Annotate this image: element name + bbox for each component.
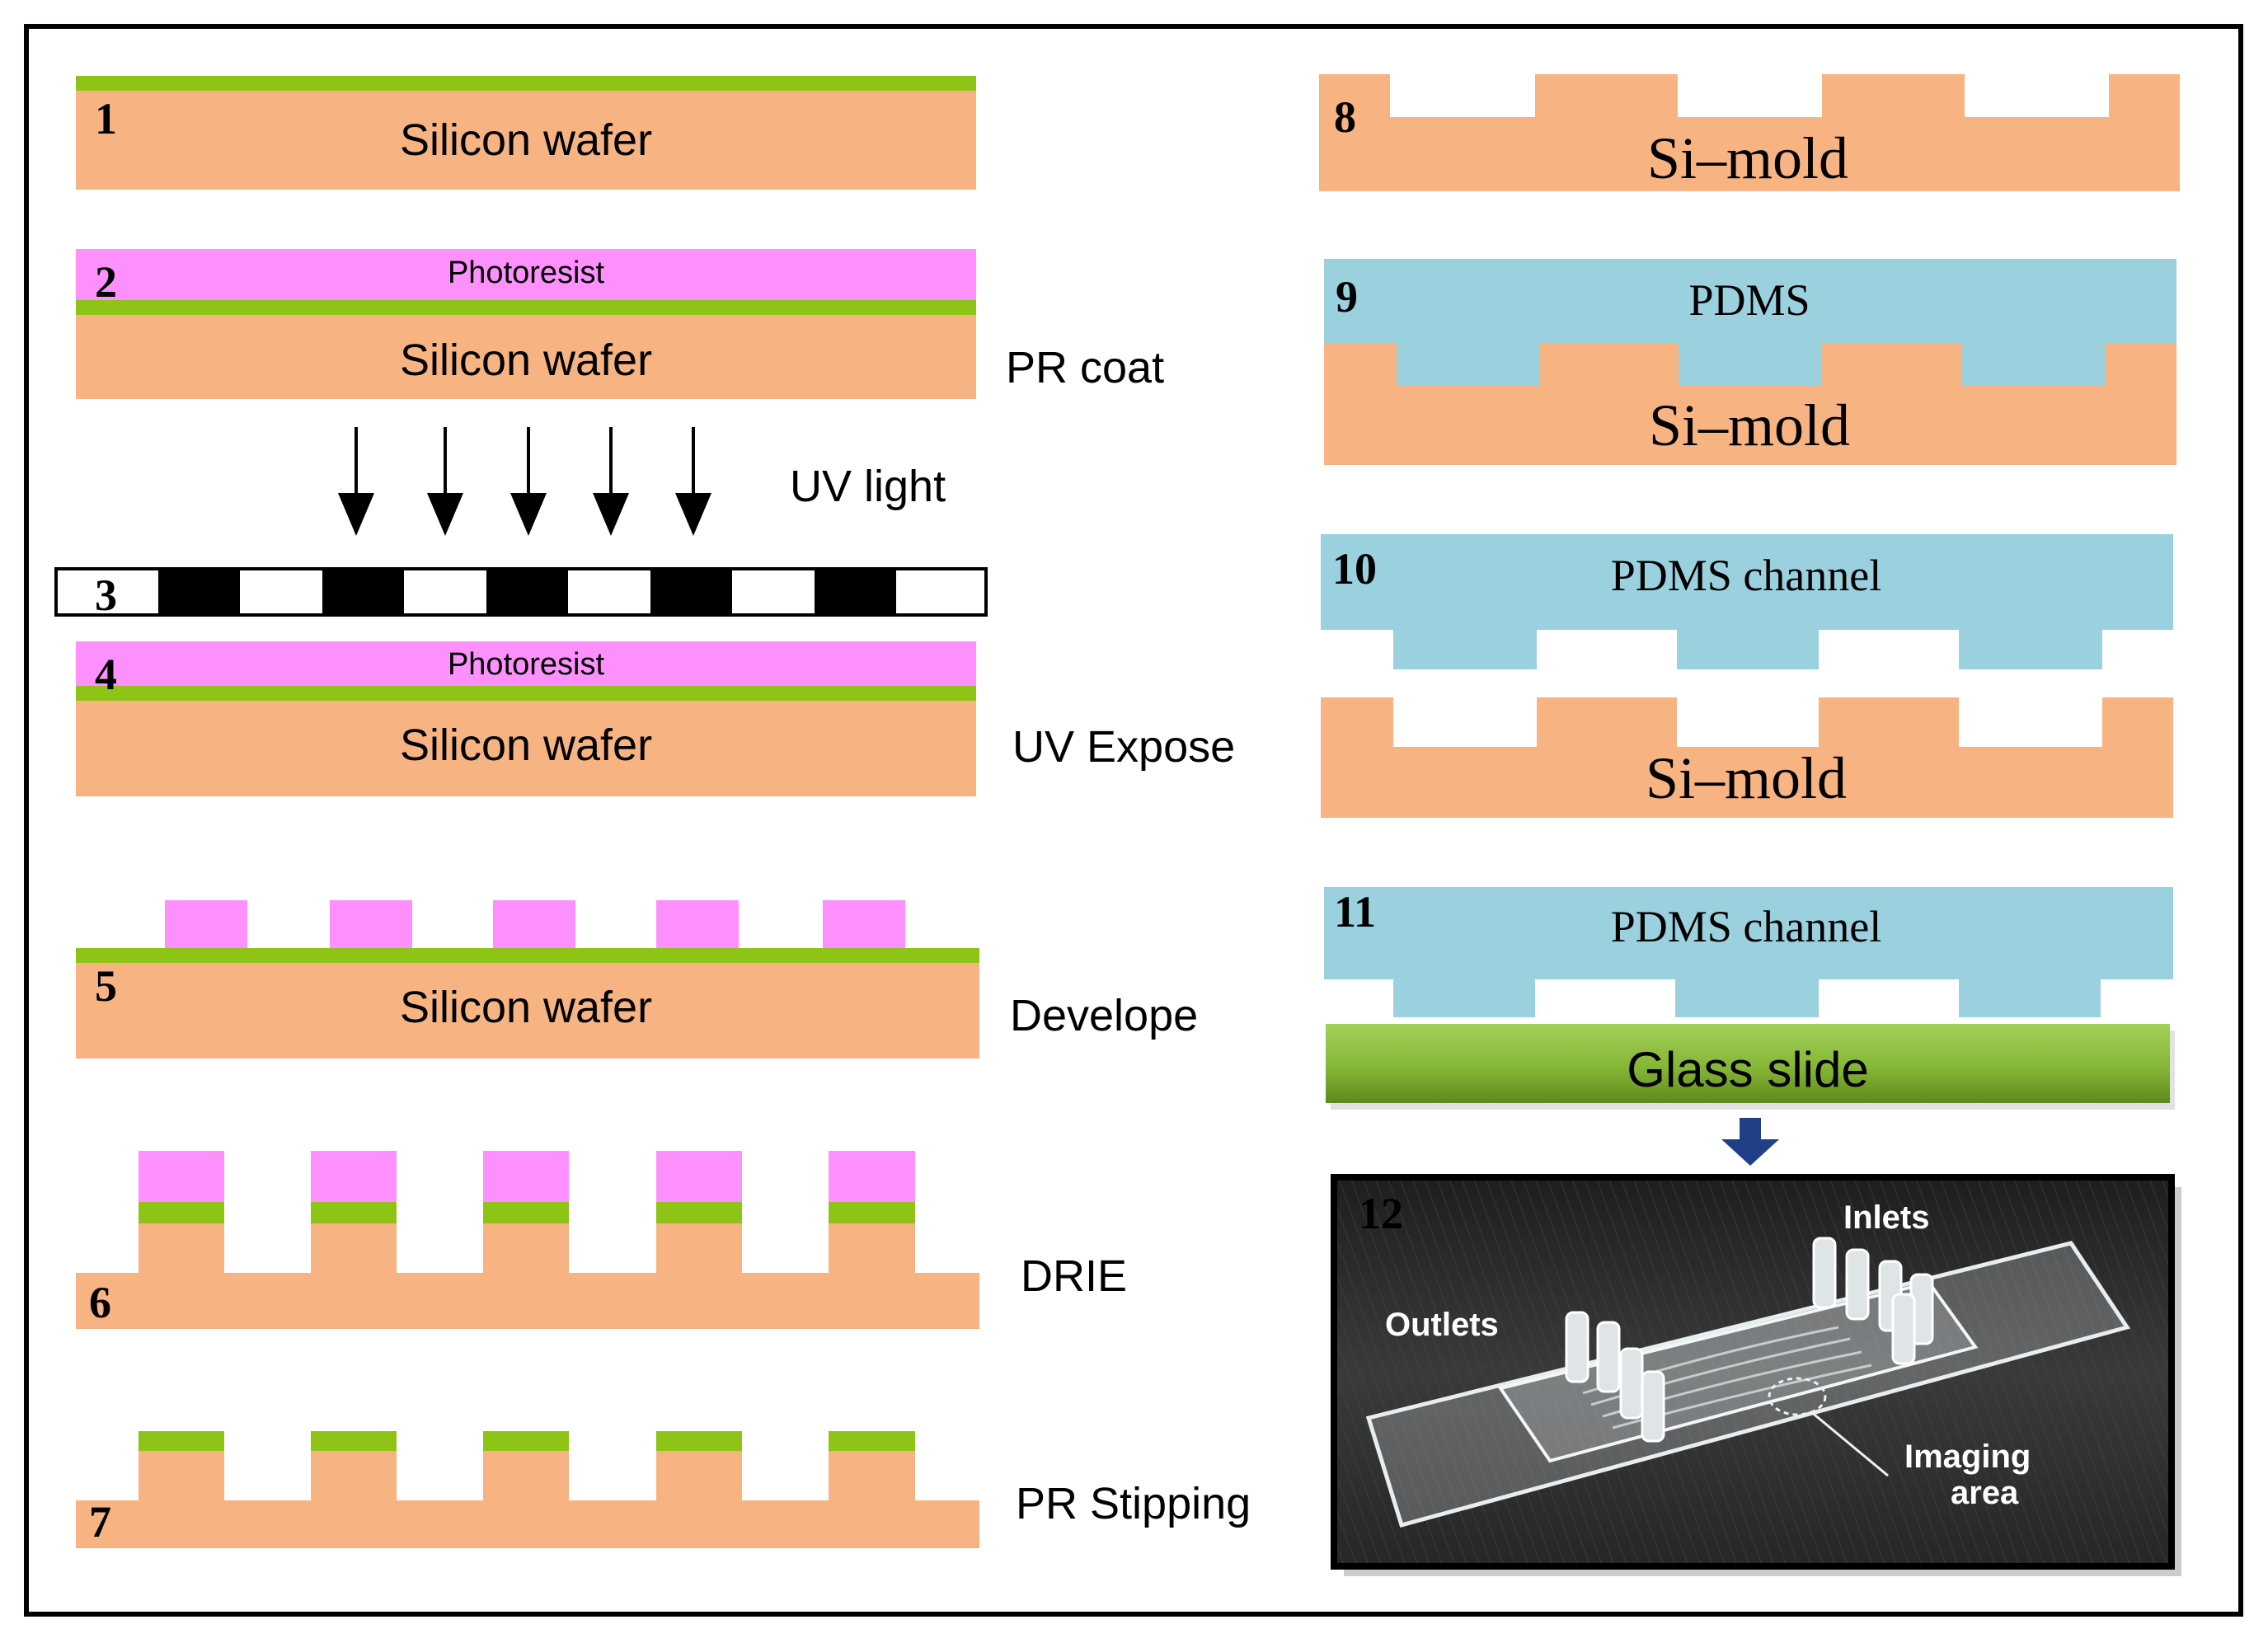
arrow-down-icon — [675, 427, 711, 536]
si-mold-label: Si–mold — [1647, 125, 1848, 191]
outlets-label: Outlets — [1385, 1307, 1499, 1343]
oxide-layer — [76, 76, 976, 91]
pdms-layer — [1324, 259, 2176, 386]
uv-light-label: UV light — [790, 462, 946, 511]
step-number: 3 — [95, 570, 117, 620]
pdms-channel-label: PDMS channel — [1611, 551, 1881, 600]
silicon-wafer — [76, 963, 979, 1059]
arrow-down-icon — [338, 427, 374, 536]
imaging-area-label-line2: area — [1951, 1475, 2019, 1511]
step-7: 7 PR Stipping — [76, 1431, 1251, 1548]
step-3-photomask: 3 — [54, 567, 988, 620]
step-8: 8 Si–mold — [1319, 74, 2180, 191]
photoresist-pattern — [330, 900, 412, 948]
photoresist-layer — [76, 249, 976, 300]
outlet-tubes — [1565, 1311, 1665, 1443]
si-mold — [1324, 343, 2176, 465]
mask-opaque-region — [158, 569, 240, 615]
imaging-area-marker — [1768, 1377, 1827, 1416]
oxide-layer — [76, 686, 976, 701]
step-number: 12 — [1359, 1189, 1403, 1238]
step-number: 2 — [95, 257, 117, 307]
pdms-channel — [1324, 887, 2173, 1017]
step-9: 9 PDMS Si–mold — [1324, 259, 2176, 465]
pdms-label: PDMS — [1688, 275, 1810, 325]
device-pdms-chip — [1497, 1280, 1979, 1463]
glass-slide — [1326, 1024, 2170, 1103]
oxide-caps — [139, 1431, 915, 1451]
photoresist-pattern — [493, 900, 575, 948]
device-glass-slide — [1365, 1241, 2131, 1528]
step-number: 1 — [95, 94, 117, 143]
si-mold — [1321, 697, 2173, 818]
si-mold — [1319, 74, 2180, 191]
step-number: 8 — [1334, 92, 1356, 142]
imaging-area-label-line1: Imaging — [1904, 1439, 2031, 1475]
inlets-label: Inlets — [1843, 1199, 1929, 1236]
step-11: 11 PDMS channel Glass slide — [1324, 887, 2175, 1110]
arrow-down-icon — [510, 427, 547, 536]
silicon-wafer-label: Silicon wafer — [400, 721, 652, 770]
step-5: 5 Silicon wafer Develope — [76, 900, 1198, 1059]
step-12-device-photo: 12 Inlets Outlets Imaging area — [1331, 1174, 2181, 1576]
step-number: 7 — [89, 1497, 111, 1547]
step-6: 6 DRIE — [76, 1151, 1127, 1329]
si-mold-label: Si–mold — [1649, 392, 1850, 458]
step-4: 4 Photoresist Silicon wafer UV Expose — [76, 641, 1235, 796]
step-number: 6 — [89, 1278, 111, 1327]
etched-silicon — [76, 1451, 979, 1548]
photo-texture — [1337, 1181, 2168, 1563]
pdms-channel-label: PDMS channel — [1611, 902, 1881, 951]
silicon-wafer-label: Silicon wafer — [400, 983, 652, 1032]
arrow-down-icon — [593, 427, 629, 536]
glass-slide-label: Glass slide — [1627, 1042, 1868, 1097]
pdms-channel — [1321, 534, 2173, 669]
oxide-layer — [76, 300, 976, 315]
oxide-layer — [76, 948, 979, 963]
step-number: 5 — [95, 961, 117, 1011]
step-caption: DRIE — [1021, 1251, 1127, 1301]
photoresist-label: Photoresist — [448, 256, 605, 290]
silicon-wafer — [76, 315, 976, 399]
photoresist-label: Photoresist — [448, 647, 605, 682]
imaging-area-pointer — [1810, 1410, 1889, 1477]
uv-arrows — [338, 427, 711, 536]
photoresist-pattern — [656, 900, 739, 948]
step-caption: PR Stipping — [1016, 1479, 1251, 1528]
etched-silicon — [76, 1223, 979, 1329]
step-caption: Develope — [1010, 991, 1198, 1040]
silicon-wafer — [76, 701, 976, 796]
silicon-wafer-label: Silicon wafer — [400, 336, 652, 385]
photoresist-pattern — [823, 900, 905, 948]
mask-opaque-region — [650, 569, 732, 615]
step-2: 2 Photoresist Silicon wafer PR coat — [76, 249, 1164, 399]
arrow-down-icon — [427, 427, 463, 536]
mask-opaque-region — [322, 569, 404, 615]
step-1: 1 Silicon wafer — [76, 76, 976, 190]
photoresist-caps — [139, 1151, 915, 1202]
oxide-caps — [139, 1202, 915, 1223]
photoresist-pattern — [165, 900, 247, 948]
si-mold-label: Si–mold — [1646, 745, 1847, 811]
step-number: 9 — [1336, 272, 1358, 322]
step-10: 10 PDMS channel Si–mold — [1321, 534, 2173, 818]
step-caption: UV Expose — [1012, 722, 1235, 772]
mask-opaque-region — [486, 569, 568, 615]
mask-opaque-region — [815, 569, 896, 615]
silicon-wafer — [76, 91, 976, 190]
step-number: 11 — [1334, 887, 1376, 937]
step-caption: PR coat — [1006, 343, 1164, 392]
step-number: 10 — [1332, 544, 1377, 594]
arrow-down-icon — [1721, 1118, 1779, 1166]
silicon-wafer-label: Silicon wafer — [400, 115, 652, 165]
step-number: 4 — [95, 650, 117, 699]
inlet-tubes — [1812, 1237, 1934, 1365]
photoresist-layer — [76, 641, 976, 686]
